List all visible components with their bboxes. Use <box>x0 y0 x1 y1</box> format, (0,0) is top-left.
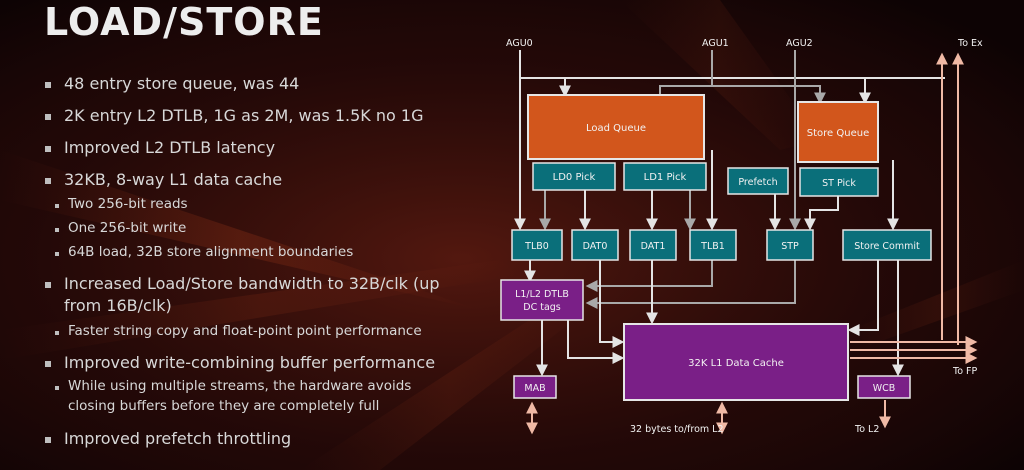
bullet-marker <box>45 282 51 288</box>
ld1-pick-label: LD1 Pick <box>644 172 687 183</box>
bullet-marker <box>45 361 51 367</box>
sub-bullet-marker <box>55 228 59 232</box>
prefetch-block <box>727 167 789 195</box>
l1-data-cache-label: 32K L1 Data Cache <box>688 358 784 369</box>
store-commit-block <box>842 229 932 261</box>
bullet-marker <box>45 437 51 443</box>
sub-bullet-marker <box>55 252 59 256</box>
slide-title: LOAD/STORE <box>44 0 324 44</box>
l2-bus-label: 32 bytes to/from L2 <box>630 424 724 435</box>
dat0-block <box>571 229 619 261</box>
dat1-block <box>629 229 677 261</box>
bullet-text: Improved prefetch throttling <box>64 429 292 448</box>
bullet-text: Improved L2 DTLB latency <box>64 138 276 157</box>
sub-bullet-marker <box>55 386 59 390</box>
ld0-pick-label: LD0 Pick <box>553 172 596 183</box>
sub-bullet-text: While using multiple streams, the hardwa… <box>68 378 412 394</box>
stp-label: STP <box>781 241 799 252</box>
stp-to-dtlb-line <box>585 260 796 309</box>
dat1-label: DAT1 <box>641 241 666 252</box>
load-queue-label: Load Queue <box>586 123 646 134</box>
dat0-label: DAT0 <box>583 241 608 252</box>
sub-bullet-marker <box>55 204 59 208</box>
bullet-marker <box>45 114 51 120</box>
sub-bullet-text: 64B load, 32B store alignment boundaries <box>68 244 354 260</box>
l1l2-dtlb-dc-tags-block <box>500 279 584 321</box>
agu1-to-store-line <box>712 85 826 105</box>
tlb0-label: TLB0 <box>524 241 549 252</box>
sub-bullet-text: One 256-bit write <box>68 220 187 236</box>
agu2-label: AGU2 <box>786 38 813 49</box>
wcb-label: WCB <box>873 383 896 394</box>
agu0-label: AGU0 <box>506 38 533 49</box>
tlb1-block <box>689 229 737 261</box>
bullet-text: 32KB, 8-way L1 data cache <box>64 170 283 189</box>
st-pick-to-stp-line <box>804 196 839 231</box>
dtlb-to-l1-line <box>567 320 625 364</box>
sub-bullet-marker <box>55 331 59 335</box>
wcb-block <box>857 375 911 399</box>
agu0-bus-line <box>519 50 945 79</box>
bullet-text: 2K entry L2 DTLB, 1G as 2M, was 1.5K no … <box>64 106 424 125</box>
l1l2-dtlb-label: L1/L2 DTLB <box>515 289 569 300</box>
tlb1-label: TLB1 <box>700 241 725 252</box>
bullet-text: Increased Load/Store bandwidth to 32B/cl… <box>64 274 440 293</box>
to-ex-label: To Ex <box>957 38 983 49</box>
bullet-text: Improved write-combining buffer performa… <box>64 353 436 372</box>
ld1-pick-block <box>623 162 707 191</box>
store-commit-to-l1-line <box>847 260 879 336</box>
store-queue-block <box>797 101 879 163</box>
load-queue-block <box>527 94 705 160</box>
dat0-to-l1-line <box>599 260 625 348</box>
mab-label: MAB <box>524 383 545 394</box>
store-queue-label: Store Queue <box>807 128 869 139</box>
bullet-text-continued: from 16B/clk) <box>64 296 172 315</box>
store-commit-label: Store Commit <box>854 241 920 252</box>
st-pick-label: ST Pick <box>822 178 856 189</box>
bullet-marker <box>45 82 51 88</box>
l1-data-cache-block <box>623 323 849 401</box>
to-l2-label: To L2 <box>854 424 879 435</box>
connector-lines <box>514 50 978 435</box>
tlb1-to-dtlb-line <box>585 260 713 292</box>
sub-bullet-text: Two 256-bit reads <box>68 196 188 212</box>
ld0-pick-block <box>532 162 616 191</box>
prefetch-label: Prefetch <box>738 177 777 188</box>
agu1-label: AGU1 <box>702 38 729 49</box>
bullet-marker <box>45 178 51 184</box>
to-fp-label: To FP <box>952 366 977 377</box>
tlb0-block <box>511 229 563 261</box>
stp-block <box>766 229 814 261</box>
dc-tags-label: DC tags <box>523 302 561 313</box>
agu1-line <box>659 50 713 95</box>
sub-bullet-text: Faster string copy and float-point point… <box>68 323 422 339</box>
bullet-text: 48 entry store queue, was 44 <box>64 74 300 93</box>
st-pick-block <box>799 167 879 197</box>
bullet-marker <box>45 146 51 152</box>
sub-bullet-text-continued: closing buffers before they are complete… <box>68 398 380 414</box>
mab-block <box>513 375 557 399</box>
